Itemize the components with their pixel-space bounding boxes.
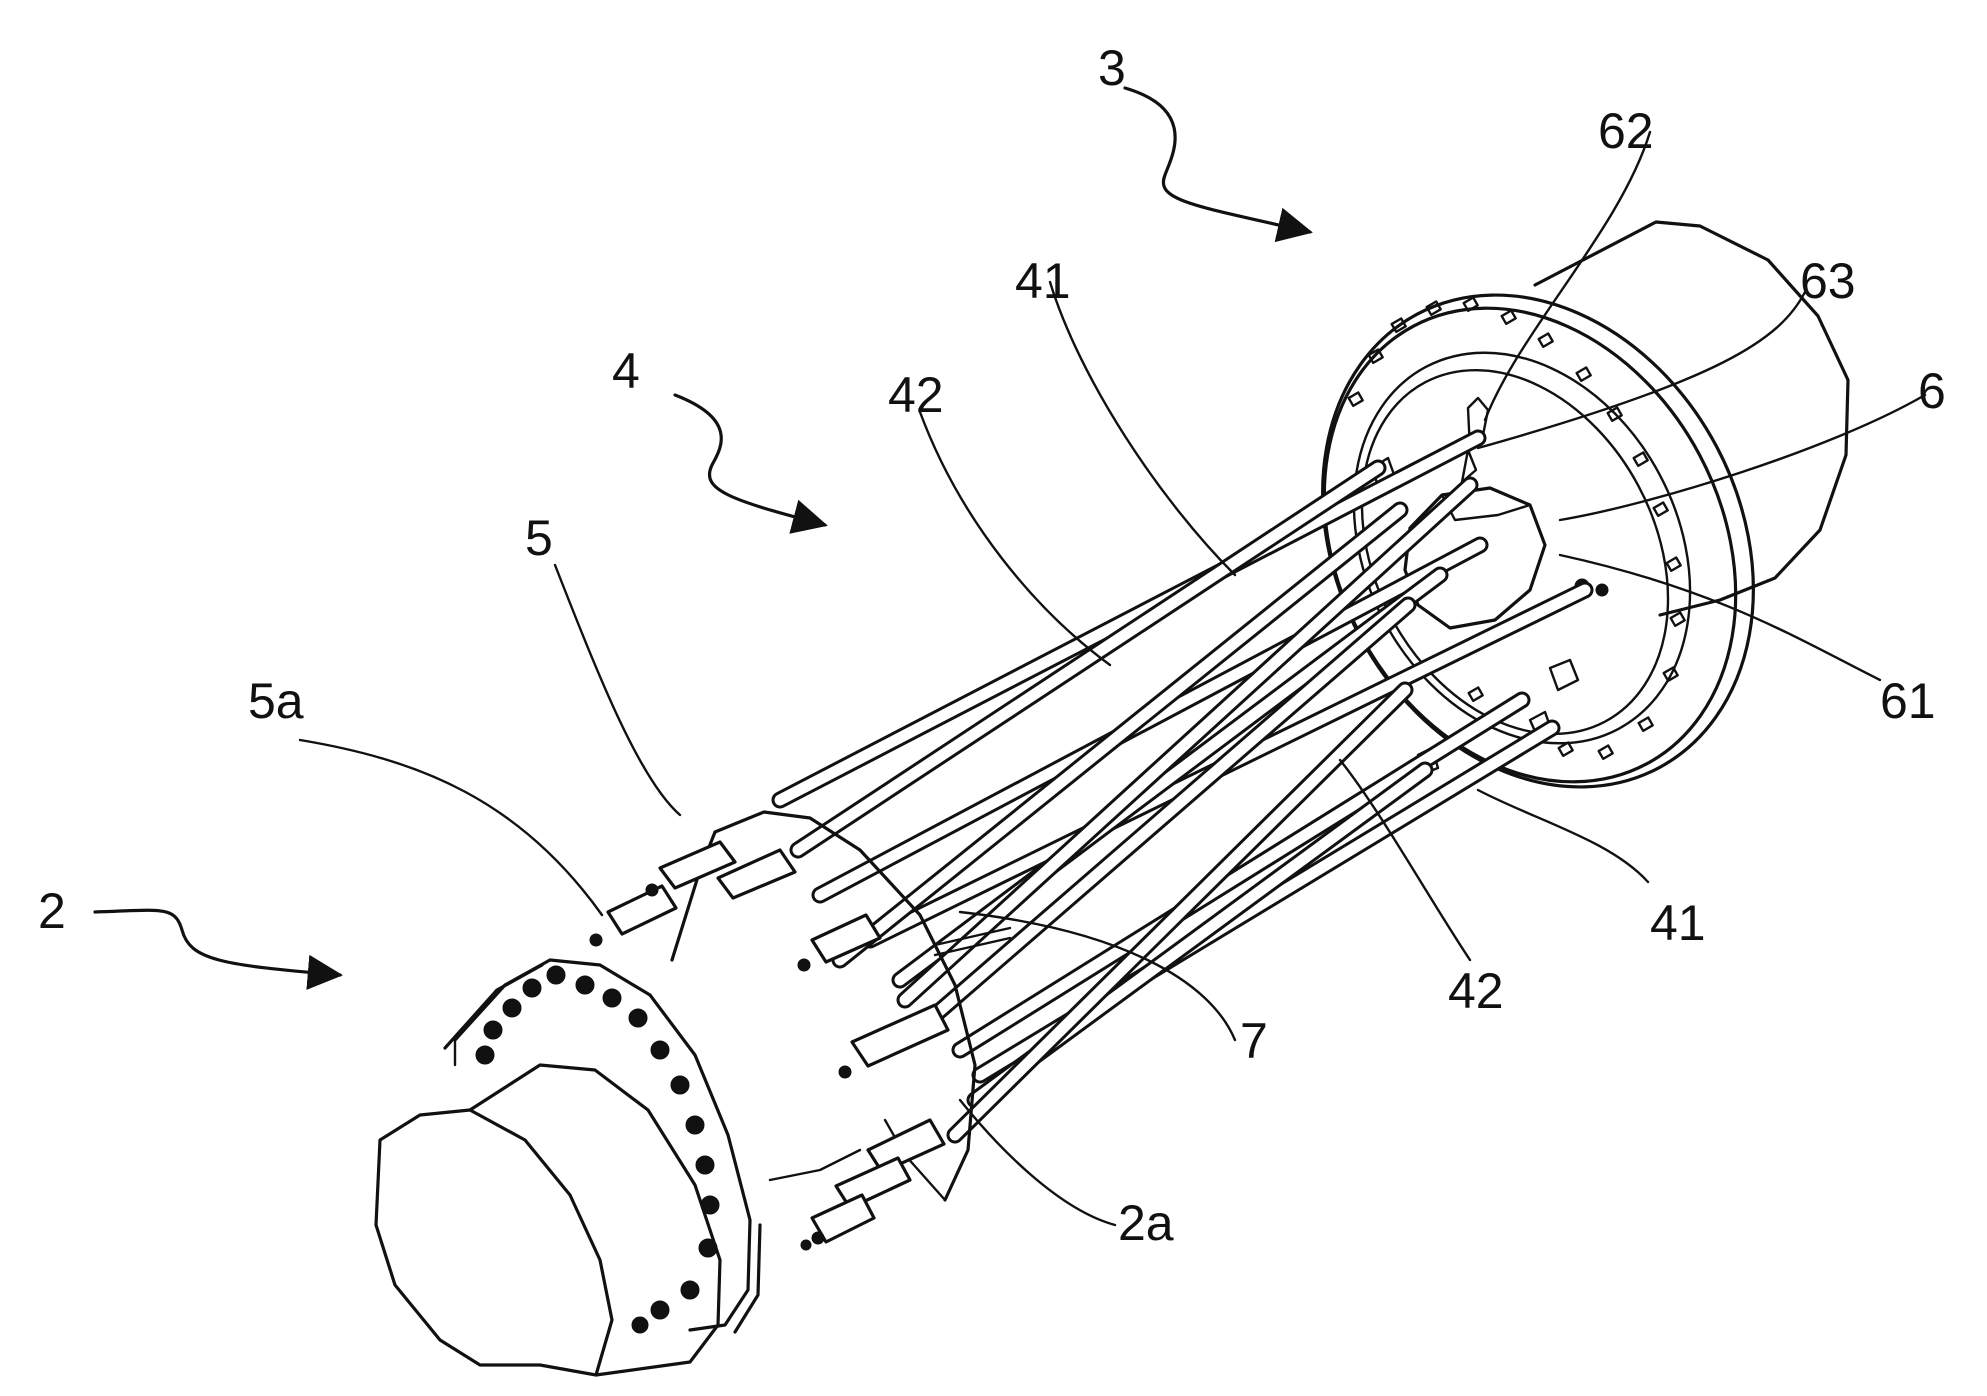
center-hub <box>1403 486 1547 630</box>
label-61: 61 <box>1880 673 1936 729</box>
label-3: 3 <box>1098 40 1126 96</box>
tension-rods <box>771 429 1594 1144</box>
left-flange <box>443 958 762 1334</box>
label-5a: 5a <box>248 673 304 729</box>
label-4: 4 <box>612 343 640 399</box>
label-5: 5 <box>525 510 553 566</box>
label-7: 7 <box>1240 1013 1268 1069</box>
label-63: 63 <box>1800 253 1856 309</box>
label-42-bottom: 42 <box>1448 963 1504 1019</box>
leader-lines <box>93 86 1927 1227</box>
right-cylinder <box>1533 220 1850 617</box>
rod-7 <box>933 926 1012 957</box>
tension-nuts <box>589 840 950 1251</box>
label-2a: 2a <box>1118 1195 1174 1251</box>
right-flange-bolt-holes <box>1347 296 1686 761</box>
left-flange-bolts <box>475 965 720 1334</box>
reference-labels: 3 62 63 41 4 42 6 5 61 5a 2 41 42 7 2a <box>38 40 1946 1251</box>
label-42-top: 42 <box>888 367 944 423</box>
left-cylinder <box>374 1063 722 1377</box>
label-41-bottom: 41 <box>1650 895 1706 951</box>
label-62: 62 <box>1598 103 1654 159</box>
label-6: 6 <box>1918 363 1946 419</box>
label-2: 2 <box>38 883 66 939</box>
label-41-top: 41 <box>1015 253 1071 309</box>
